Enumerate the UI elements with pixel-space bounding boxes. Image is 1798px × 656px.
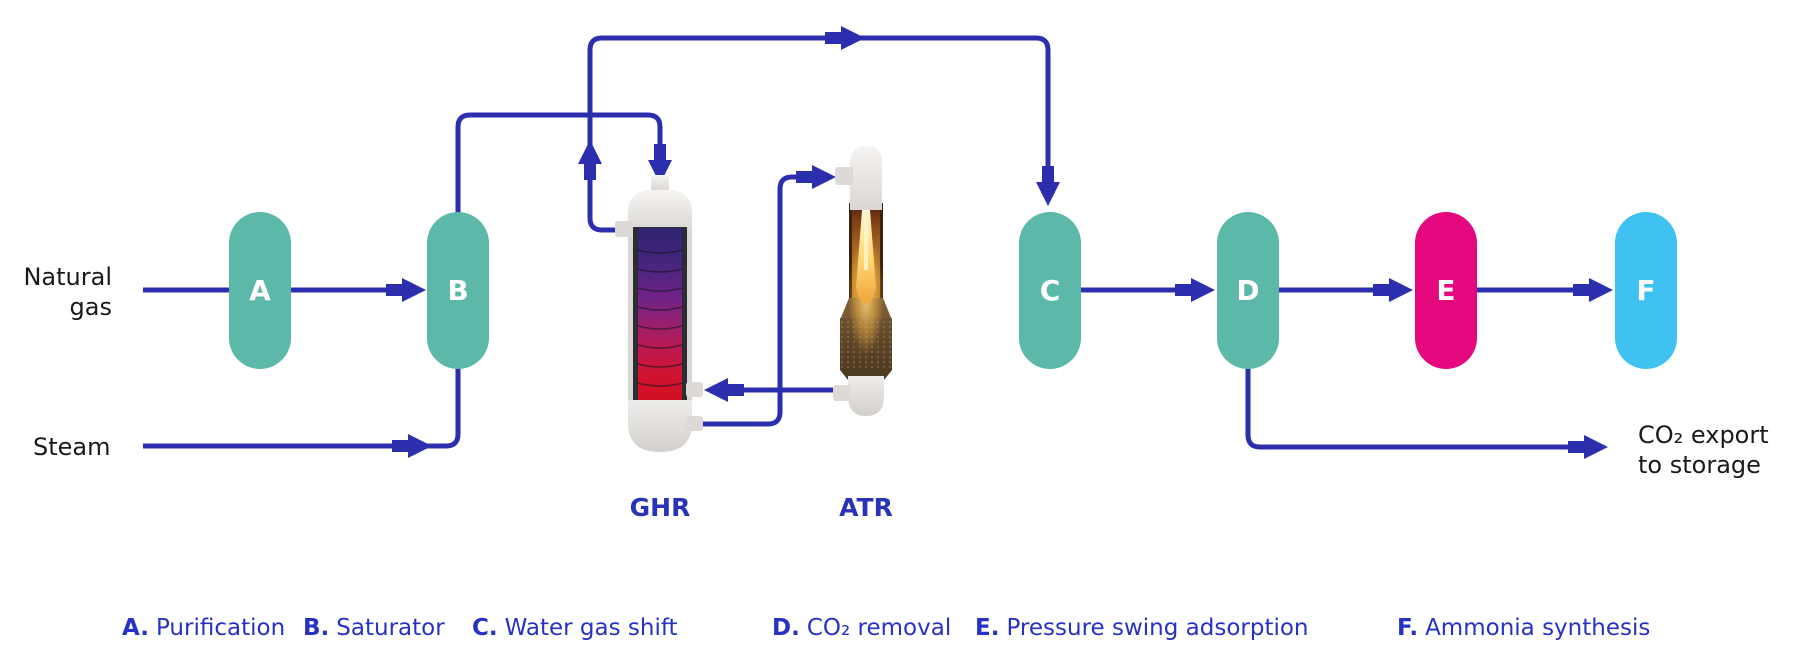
legend-letter-e: E.	[975, 615, 1000, 641]
atr-vessel-image	[833, 146, 892, 416]
legend-label-e: Pressure swing adsorption	[1006, 615, 1309, 641]
atr-flame-spike	[864, 208, 868, 270]
ghr-coil-rings	[637, 249, 683, 387]
legend-item-c: C.Water gas shift	[472, 615, 678, 641]
arrowhead-steam	[392, 434, 432, 458]
arrowhead-into-e	[1373, 278, 1413, 302]
steam-label: Steam	[33, 433, 111, 461]
atr-top-left-port	[835, 167, 853, 185]
node-c-letter: C	[1039, 274, 1061, 307]
legend-label-f: Ammonia synthesis	[1425, 615, 1651, 641]
legend-label-c: Water gas shift	[504, 615, 678, 641]
ghr-vessel-image	[615, 175, 703, 452]
ghr-gradient-core	[638, 228, 682, 402]
node-a-letter: A	[249, 274, 271, 307]
legend-item-f: F.Ammonia synthesis	[1397, 615, 1650, 641]
node-e-letter: E	[1436, 274, 1456, 307]
ghr-right-port	[686, 382, 703, 397]
legend-letter-d: D.	[772, 615, 800, 641]
atr-top-elbow	[850, 146, 882, 210]
legend-item-b: B.Saturator	[303, 615, 445, 641]
legend-letter-a: A.	[122, 615, 149, 641]
node-a-purification: A	[229, 212, 291, 369]
node-c-water-gas-shift: C	[1019, 212, 1081, 369]
co2-export-label-line2: to storage	[1638, 451, 1761, 479]
arrowhead-into-d	[1175, 278, 1215, 302]
node-d-co2-removal: D	[1217, 212, 1279, 369]
legend-item-a: A.Purification	[122, 615, 285, 641]
legend-item-e: E.Pressure swing adsorption	[975, 615, 1309, 641]
arrowhead-up-ghr-loop	[578, 140, 602, 180]
pipe-ghr-to-c-top-loop	[587, 35, 1051, 233]
co2-export-label-line1: CO₂ export	[1638, 421, 1769, 449]
arrowhead-into-c	[1036, 166, 1060, 206]
atr-label: ATR	[839, 493, 893, 522]
legend-label-b: Saturator	[336, 615, 445, 641]
natural-gas-label-line1: Natural	[23, 263, 112, 291]
ghr-label: GHR	[629, 493, 691, 522]
node-f-letter: F	[1636, 274, 1656, 307]
pipe-b-to-ghr-top	[455, 112, 663, 212]
ghr-bottom-cap	[628, 400, 692, 452]
ghr-top-cap	[628, 190, 692, 232]
ghr-top-nub	[651, 175, 669, 192]
flow-pipes	[143, 35, 1577, 450]
atr-bottom-left-port	[833, 385, 850, 401]
co2-export-label: CO₂ export to storage	[1638, 420, 1769, 480]
legend-letter-c: C.	[472, 615, 498, 641]
arrowhead-top-line	[825, 26, 865, 50]
node-e-psa: E	[1415, 212, 1477, 369]
legend-item-d: D.CO₂ removal	[772, 615, 951, 641]
natural-gas-label: Natural gas	[20, 262, 112, 322]
pipe-steam-to-b	[143, 368, 461, 449]
pipe-d-to-co2-export	[1245, 368, 1572, 450]
arrowhead-into-atr	[796, 165, 836, 189]
ghr-left-port	[615, 221, 633, 237]
legend-letter-f: F.	[1397, 615, 1419, 641]
legend-letter-b: B.	[303, 615, 330, 641]
node-d-letter: D	[1236, 274, 1260, 307]
flow-arrowheads	[386, 26, 1613, 459]
arrowhead-into-ghr-side	[704, 378, 744, 402]
legend-label-d: CO₂ removal	[806, 615, 952, 641]
node-f-ammonia-synthesis: F	[1615, 212, 1677, 369]
ghr-bottom-right-port	[686, 416, 703, 431]
arrowhead-into-ghr-top	[648, 144, 672, 184]
node-b-saturator: B	[427, 212, 489, 369]
arrowhead-co2-export	[1568, 435, 1608, 459]
atr-bottom-elbow	[848, 376, 884, 416]
legend-label-a: Purification	[155, 615, 286, 641]
arrowhead-into-b	[386, 278, 426, 302]
arrowhead-into-f	[1573, 278, 1613, 302]
node-b-letter: B	[447, 274, 469, 307]
natural-gas-label-line2: gas	[69, 293, 112, 321]
pipe-ghr-to-atr	[697, 174, 800, 427]
